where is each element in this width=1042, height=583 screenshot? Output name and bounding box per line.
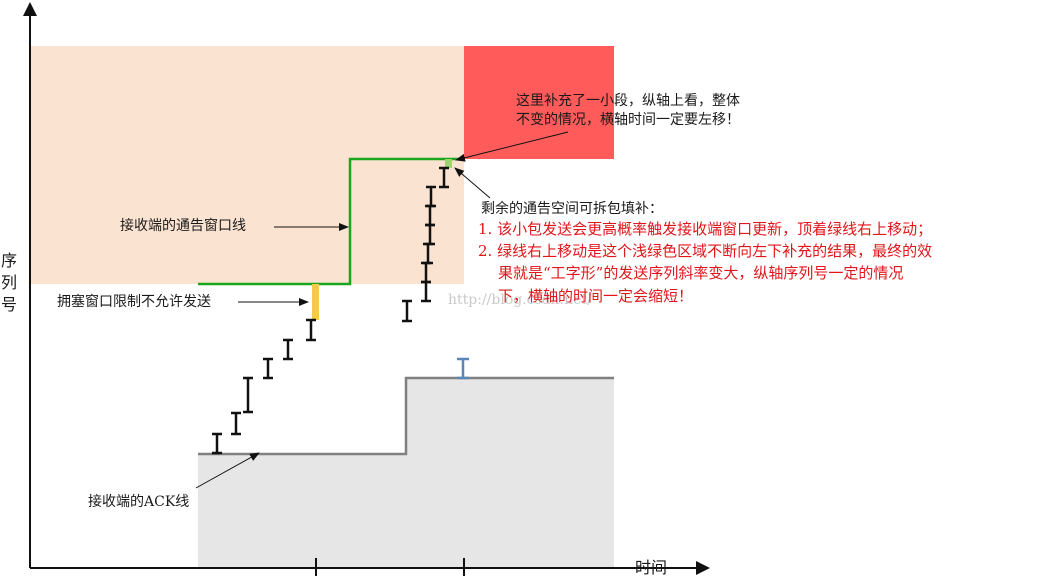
i-beam-icon xyxy=(457,357,469,380)
top-note-line-2: 不变的情况，横轴时间一定要左移！ xyxy=(516,112,740,128)
arrow-to-red-block xyxy=(455,131,569,162)
point-2: 2. 绿线右上移动是这个浅绿色区域不断向左下补充的结果，最终的效 xyxy=(478,242,932,260)
segment-marker-13 xyxy=(426,185,436,208)
segment-marker-6 xyxy=(306,318,316,342)
segment-marker-7 xyxy=(402,299,412,323)
arrow-up-icon xyxy=(23,2,37,16)
arrow-to-small-packet xyxy=(454,167,491,199)
remaining-note-label: 剩余的通告空间可拆包填补： xyxy=(481,200,663,217)
arrow-to-ack-line xyxy=(195,452,260,489)
ack-region-high xyxy=(406,378,614,568)
segment-marker-5 xyxy=(283,338,293,361)
segment-marker-4 xyxy=(263,357,273,380)
ack-line-label: 接收端的ACK线 xyxy=(88,493,189,510)
filled-extra-region xyxy=(464,46,614,159)
arrow-right-icon xyxy=(696,561,710,575)
segment-marker-14 xyxy=(439,166,449,189)
cwnd-limit-label: 拥塞窗口限制不允许发送 xyxy=(57,293,211,310)
recv-window-line-label: 接收端的通告窗口线 xyxy=(120,217,246,234)
y-axis-label-char-1: 序 xyxy=(1,251,17,270)
top-note-line-1: 这里补充了一小段，纵轴上看，整体 xyxy=(516,92,740,109)
ack-region-low xyxy=(198,454,408,568)
segment-marker-3 xyxy=(243,376,253,414)
cwnd-blocked-bar xyxy=(312,284,319,320)
point-2-cont-1: 果就是“工字形”的发送序列斜率变大，纵轴序列号一定的情况 xyxy=(498,264,903,282)
point-2-cont-2: 下，横轴的时间一定会缩短！ xyxy=(498,287,693,305)
segment-marker-1 xyxy=(212,432,222,455)
y-axis-label-char-2: 列 xyxy=(1,273,17,292)
point-1: 1. 该小包发送会更高概率触发接收端窗口更新，顶着绿线右上移动； xyxy=(478,220,932,238)
segment-marker-2 xyxy=(231,411,241,436)
sent-segments xyxy=(212,166,449,455)
ack-line xyxy=(198,376,614,456)
watermark: http://blog.csdn.net/ xyxy=(448,292,592,308)
x-axis-label: 时间 xyxy=(635,558,667,577)
advertised-window-region xyxy=(30,46,464,284)
segment-marker-8 xyxy=(421,280,431,303)
advertised-window-line xyxy=(198,157,464,286)
small-packet-bar xyxy=(445,159,452,168)
y-axis-label-char-3: 号 xyxy=(1,295,17,314)
